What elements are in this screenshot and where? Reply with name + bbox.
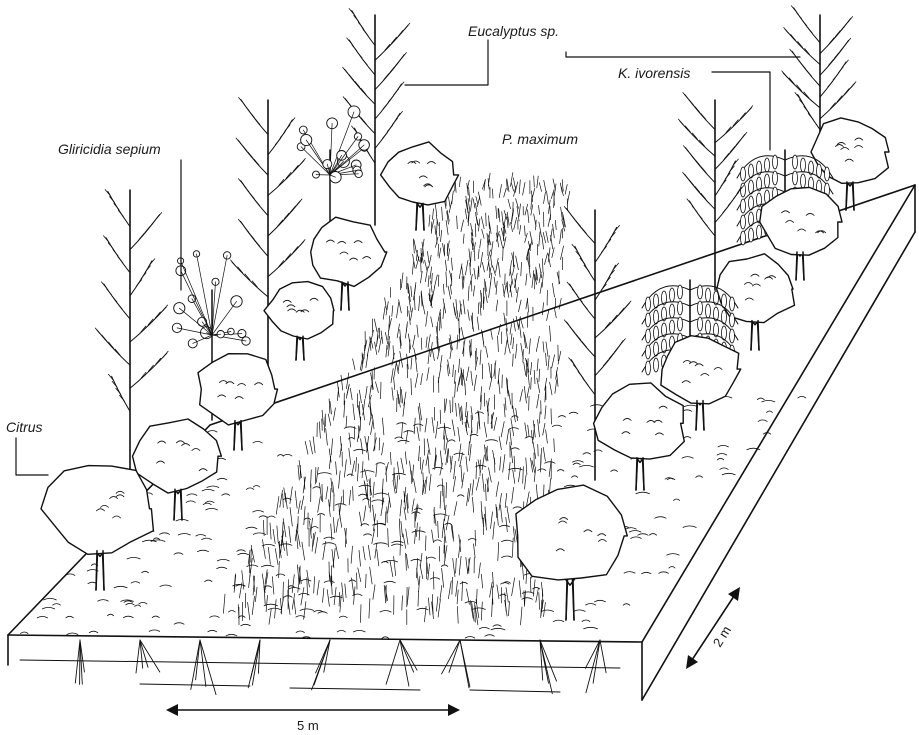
- dimension-length-arrow: [166, 704, 460, 716]
- dimension-length-label: 5 m: [297, 718, 319, 733]
- dimension-width-arrow: [686, 587, 740, 669]
- citrus-tree: [41, 466, 153, 590]
- citrus-tree: [264, 282, 334, 360]
- citrus-tree: [516, 485, 627, 620]
- citrus-tree: [717, 254, 795, 350]
- label-panicum-maximum: P. maximum: [502, 131, 578, 147]
- label-gliricidia-sepium: Gliricidia sepium: [58, 141, 161, 157]
- roots: [75, 640, 606, 695]
- label-khaya-ivorensis: K. ivorensis: [618, 65, 690, 81]
- label-citrus: Citrus: [6, 419, 43, 435]
- eucalyptus-tree: [231, 98, 306, 391]
- label-eucalyptus: Eucalyptus sp.: [468, 23, 559, 39]
- citrus-tree: [594, 383, 685, 490]
- citrus-tree: [381, 142, 459, 230]
